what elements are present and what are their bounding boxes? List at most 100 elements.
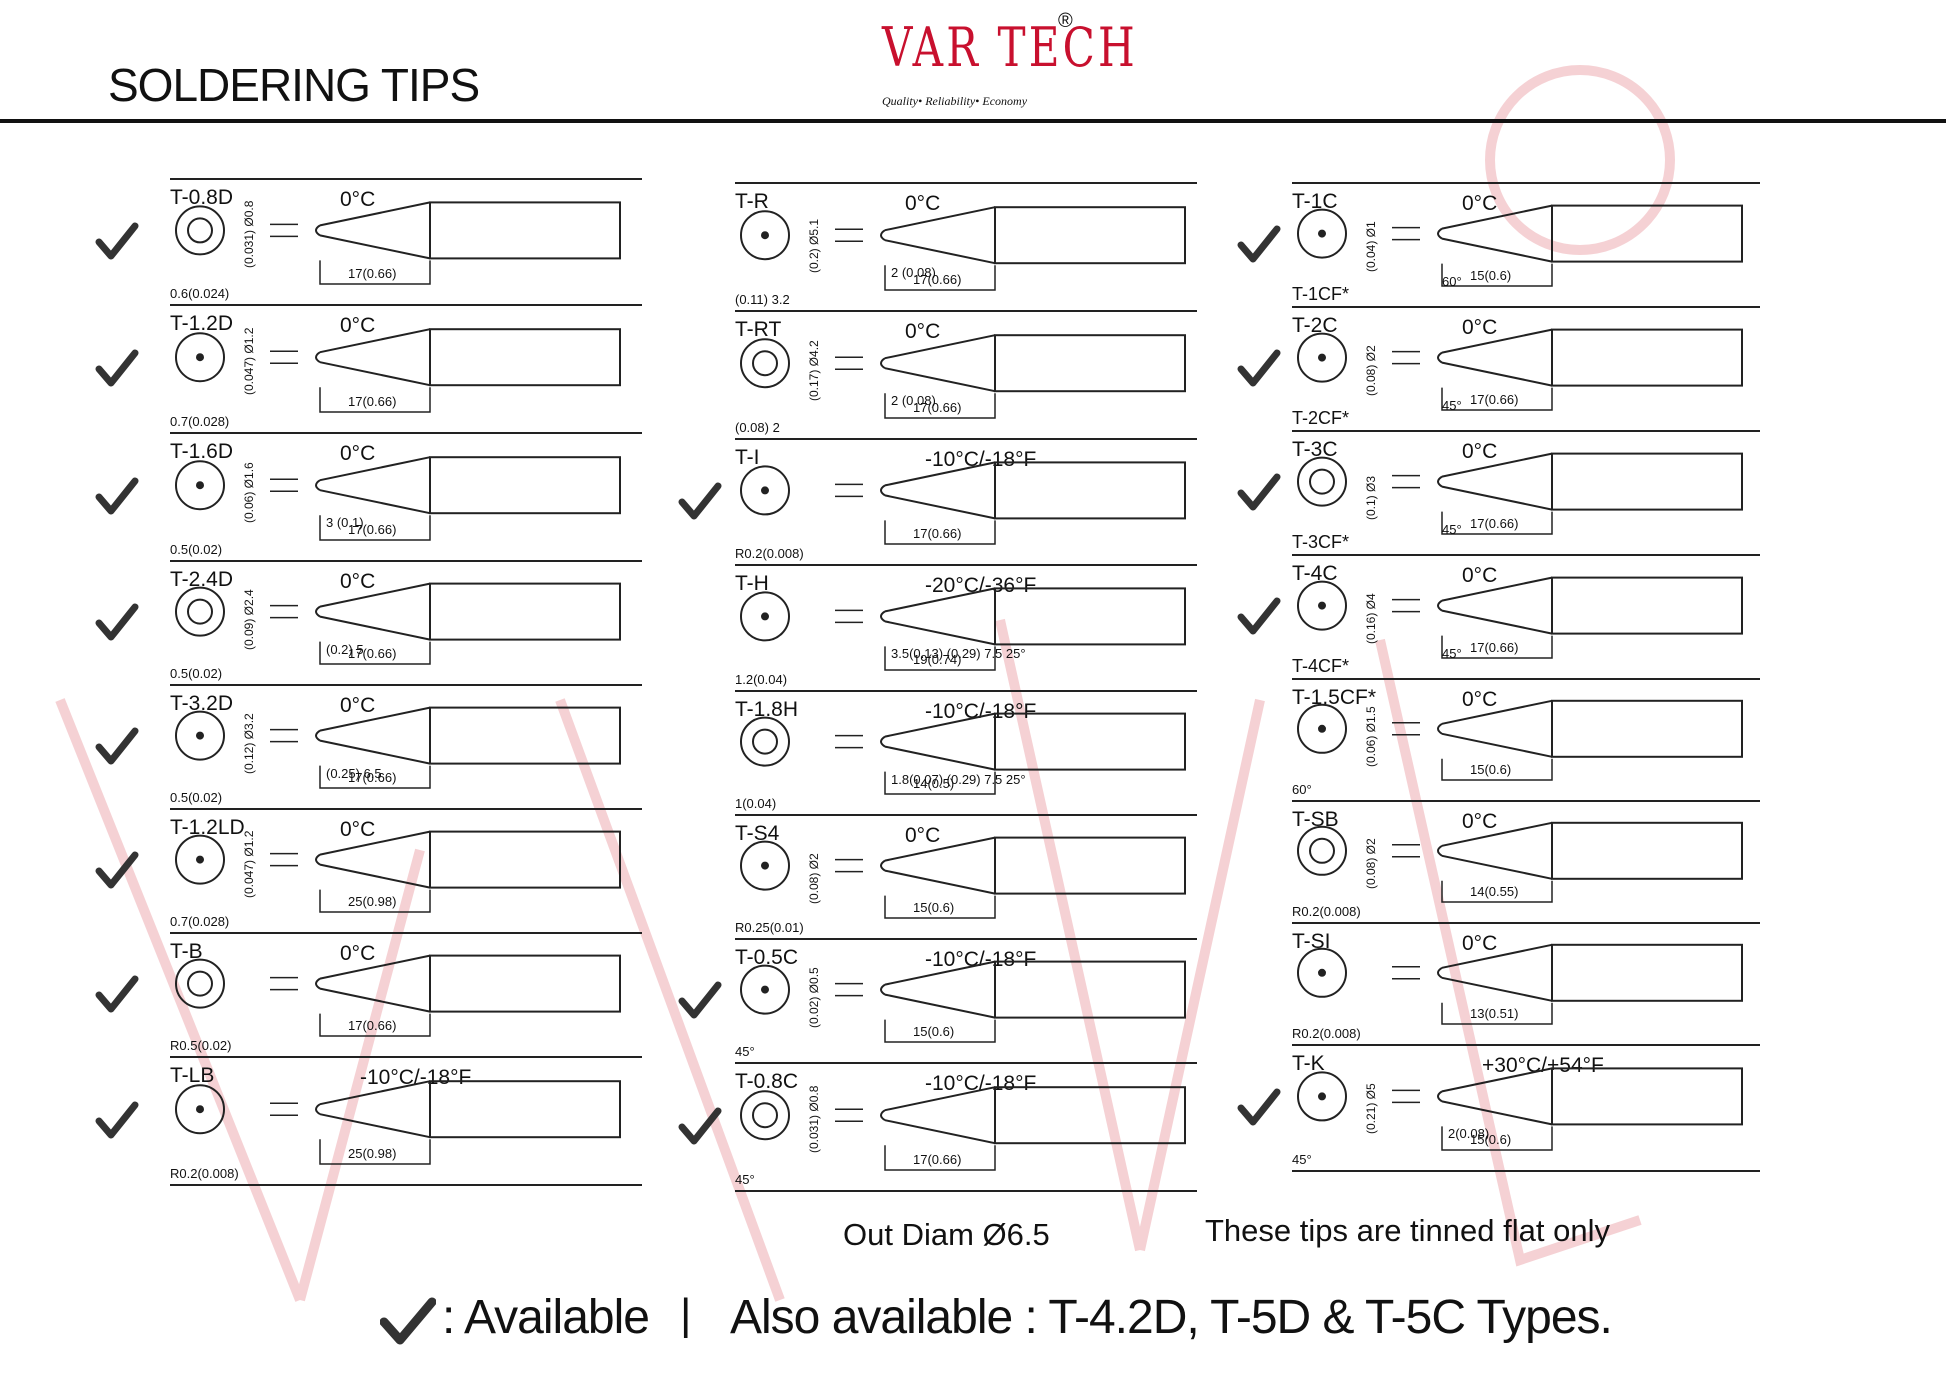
tip-diameter: (0.16) Ø4: [1364, 592, 1378, 644]
tip-length: 14(0.5): [913, 776, 955, 791]
tip-temperature: 0°C: [905, 320, 941, 343]
checkmark-icon: [95, 477, 139, 515]
tip-name: T-B: [170, 940, 203, 963]
tip-name: T-0.8D: [170, 186, 234, 209]
tip-name: T-SI: [1292, 930, 1331, 953]
tip-drawing: [175, 830, 621, 913]
tip-temperature: 0°C: [340, 694, 376, 717]
tip-temperature: 0°C: [1462, 440, 1498, 463]
tip-name: T-1.2LD: [170, 816, 245, 839]
tip-temperature: 0°C: [1462, 316, 1498, 339]
tip-name: T-S4: [735, 822, 780, 845]
tip-name: T-SB: [1292, 808, 1339, 831]
tip-name: T-H: [735, 572, 769, 595]
column-bottom-rule: [1292, 1170, 1760, 1172]
tip-name: T-3.2D: [170, 692, 234, 715]
tip-diameter: (0.06) Ø1.5: [1364, 706, 1378, 767]
tip-diameter: (0.08) Ø2: [807, 852, 821, 904]
column-bottom-rule: [735, 1190, 1197, 1192]
logo-text: VAR TECH: [882, 16, 1138, 79]
tip-length: 17(0.66): [1470, 392, 1519, 407]
tip-temperature: 0°C: [340, 188, 376, 211]
tip-dimension-note: 60°: [1442, 273, 1462, 289]
tip-name: T-1.8H: [735, 698, 799, 721]
tip-length: 17(0.66): [913, 400, 962, 415]
tip-dimension-note: 60°: [1292, 782, 1312, 797]
tip-drawing: [1297, 699, 1743, 781]
tip-extra-dimension: 2 (0.08): [891, 265, 936, 281]
tip-name: T-K: [1292, 1052, 1325, 1075]
tip-extra-dimension: 2(0.08): [1448, 1126, 1490, 1142]
tip-length: 15(0.6): [1470, 1132, 1512, 1147]
tip-diameter: (0.02) Ø0.5: [807, 966, 821, 1028]
tip-length: 17(0.66): [348, 394, 397, 409]
tip-diameter: (0.047) Ø1.2: [242, 327, 256, 396]
checkmark-icon: [95, 603, 139, 641]
tip-drawing: [175, 1080, 621, 1165]
tip-name: T-1.6D: [170, 440, 234, 463]
legend-also-available: Also available : T-4.2D, T-5D & T-5C Typ…: [730, 1291, 1613, 1344]
tip-temperature: 0°C: [1462, 564, 1498, 587]
tip-drawing: [1297, 576, 1743, 659]
tip-drawing: [1297, 204, 1743, 287]
tip-dimension-note: 0.6(0.024): [170, 286, 230, 301]
tinned-note: These tips are tinned flat only: [1205, 1213, 1610, 1248]
tip-dimension-note: 45°: [1292, 1152, 1312, 1167]
legend-available-label: : Available: [442, 1291, 650, 1344]
tip-drawing: [740, 960, 1186, 1043]
tip-dimension-note: R0.2(0.008): [735, 546, 804, 561]
tip-dimension-note: 45°: [1442, 645, 1462, 661]
tip-diameter: (0.08) Ø2: [1364, 838, 1378, 889]
checkmark-icon: [1237, 349, 1281, 387]
tip-temperature: 0°C: [340, 314, 376, 337]
checkmark-icon: [678, 981, 722, 1019]
tip-diameter: (0.2) Ø5.1: [807, 219, 821, 274]
tip-dimension-note: 1.2(0.04): [735, 672, 788, 687]
tip-name: T-0.5C: [735, 946, 799, 969]
tip-temperature: -10°C/-18°F: [925, 448, 1037, 471]
tip-temperature: -20°C/-36°F: [925, 574, 1037, 597]
checkmark-icon: [1237, 225, 1281, 263]
tip-length: 17(0.66): [1470, 640, 1519, 655]
tip-extra-dimension: (0.2) 5: [326, 641, 364, 657]
tip-length: 17(0.66): [348, 522, 397, 537]
tip-diameter: (0.08) Ø2: [1364, 344, 1378, 396]
tip-diameter: (0.12) Ø3.2: [242, 712, 256, 774]
tip-dimension-note: 0.5(0.02): [170, 542, 223, 557]
tip-name: T-1.5CF*: [1292, 686, 1377, 709]
tip-length: 19(0.74): [913, 652, 962, 667]
tip-drawing: [175, 201, 621, 285]
tip-variant-name: T-3CF*: [1292, 532, 1350, 552]
tip-extra-dimension: 3.5(0.13) (0.29) 7.5 25°: [891, 646, 1026, 662]
tip-name: T-R: [735, 190, 769, 213]
outer-diameter-note: Out Diam Ø6.5: [843, 1217, 1050, 1252]
tip-drawing: [740, 206, 1186, 291]
tip-name: T-4C: [1292, 562, 1338, 585]
tip-length: 17(0.66): [348, 266, 397, 281]
tip-drawing: [1297, 943, 1743, 1025]
tip-drawing: [740, 836, 1186, 919]
tip-dimension-note: 0.5(0.02): [170, 790, 223, 805]
tip-temperature: -10°C/-18°F: [925, 700, 1037, 723]
tip-drawing: [740, 1086, 1186, 1171]
checkmark-icon: [1237, 1088, 1281, 1126]
tip-drawing: [175, 456, 621, 541]
tip-temperature: 0°C: [1462, 932, 1498, 955]
checkmark-icon: [95, 349, 139, 387]
tip-extra-dimension: 3 (0.1): [326, 515, 364, 531]
tip-diameter: (0.06) Ø1.6: [242, 462, 256, 524]
tip-temperature: 0°C: [1462, 688, 1498, 711]
checkmark-icon: [678, 1107, 722, 1145]
tip-dimension-note: 45°: [1442, 521, 1462, 537]
tip-variant-name: T-1CF*: [1292, 284, 1350, 304]
tip-length: 17(0.66): [913, 1152, 962, 1167]
